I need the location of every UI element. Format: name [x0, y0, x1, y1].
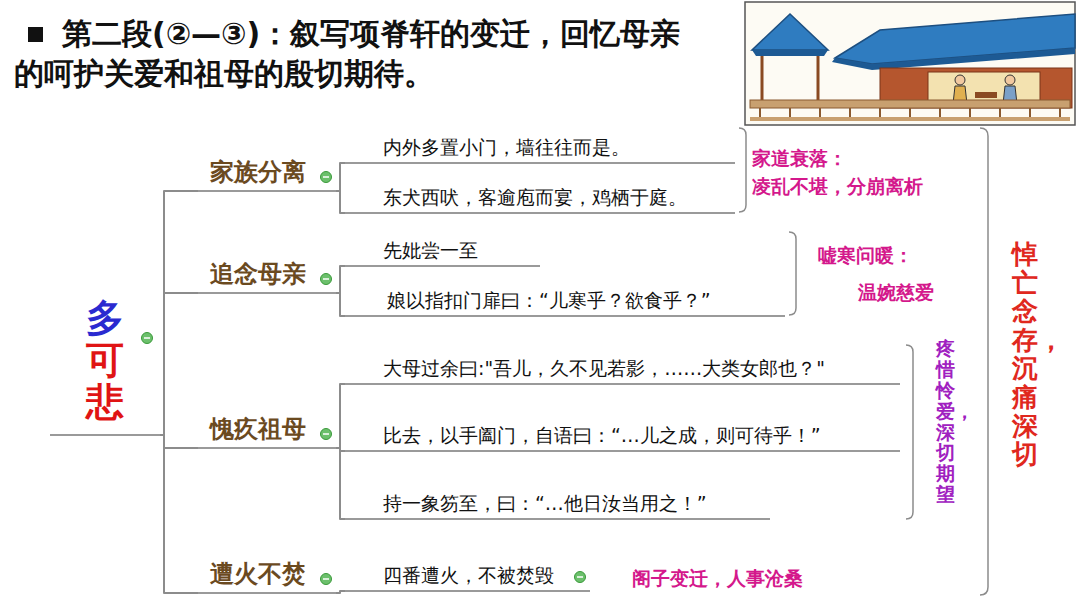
node-text: 愧疚祖母: [210, 414, 306, 444]
group-bracket: [906, 345, 913, 519]
collapse-dot: [575, 572, 586, 583]
collapse-dot-circle: [321, 574, 332, 585]
hall-window: [928, 72, 1040, 104]
pavilion-picture: [745, 2, 1075, 125]
annotation-label: 凌乱不堪，分崩离析: [752, 174, 923, 200]
annotation-label: 温婉慈爱: [858, 280, 934, 306]
branch-node: 遭火不焚: [198, 556, 336, 594]
floor-rail: [750, 100, 1070, 108]
node-text: 东犬西吠，客逾庖而宴，鸡栖于庭。: [383, 185, 687, 209]
tree-connector: [335, 591, 345, 593]
leaf-node: 东犬西吠，客逾庖而宴，鸡栖于庭。: [345, 184, 735, 214]
collapse-dot-minus: [323, 176, 329, 178]
annotation-label: 家道衰落：: [752, 146, 847, 172]
collapse-dot-minus: [323, 433, 329, 435]
node-text: 可悲: [86, 340, 124, 424]
branch-node: 愧疚祖母: [198, 411, 336, 449]
leaf-node: 持一象笏至，曰：“…他日汝当用之！”: [345, 490, 770, 520]
tree-connector: [335, 293, 345, 316]
collapse-dot-minus: [577, 576, 583, 578]
branch-node: 家族分离: [198, 154, 336, 192]
picture-frame: [745, 2, 1075, 125]
railing-posts: [760, 108, 1060, 118]
node-text: 比去，以手阖门，自语曰：“…儿之成，则可待乎！”: [383, 423, 821, 447]
tree-connector: [335, 266, 345, 293]
tree-connector: [159, 293, 198, 435]
collapse-dot-circle: [321, 172, 332, 183]
leaf-node: 娘以指扣门扉曰：“儿寒乎？欲食乎？”: [345, 287, 785, 317]
node-text: 遭火不焚: [210, 559, 306, 589]
node-text: 内外多置小门，墙往往而是。: [383, 135, 630, 159]
node-text: 四番遭火，不被焚毁: [383, 563, 554, 587]
railing-bar: [750, 117, 1070, 121]
tree-connector: [159, 435, 198, 593]
annotation-label: 阁子变迁，人事沧桑: [632, 566, 803, 592]
root-node: 多可悲: [50, 294, 160, 436]
title-bullet: [28, 27, 43, 42]
gazebo-eave: [752, 50, 828, 56]
summary-bracket: [980, 128, 988, 595]
branch-node: 追念母亲: [198, 256, 336, 294]
collapse-dot-minus: [323, 578, 329, 580]
tree-connector: [335, 384, 345, 448]
leaf-node: 四番遭火，不被焚毁: [345, 562, 590, 592]
tree-connector: [335, 163, 345, 191]
annotation-label: 疼惜怜爱，深切期望: [936, 338, 955, 505]
node-text: 先妣尝一至: [383, 238, 478, 262]
node-text: 家族分离: [210, 157, 306, 187]
collapse-dot-minus: [144, 337, 150, 339]
tree-connector: [335, 448, 345, 519]
collapse-dot-circle: [575, 572, 586, 583]
annotation-label: 嘘寒问暖：: [818, 243, 913, 269]
figure-head: [1005, 75, 1015, 85]
collapse-dot-minus: [323, 278, 329, 280]
node-text: 追念母亲: [210, 259, 306, 289]
group-bracket: [789, 232, 796, 315]
node-text: 大母过余曰:"吾儿，久不见若影，……大类女郎也？": [383, 356, 825, 380]
collapse-dot: [142, 333, 153, 344]
collapse-dot-circle: [142, 333, 153, 344]
annotation-label: 悼亡念存，沉痛深切: [1012, 240, 1038, 469]
collapse-dot-circle: [321, 274, 332, 285]
collapse-dot: [321, 274, 332, 285]
leaf-node: 先妣尝一至: [345, 237, 540, 267]
group-bracket: [739, 128, 746, 212]
gazebo-roof: [752, 14, 828, 50]
node-text: 持一象笏至，曰：“…他日汝当用之！”: [383, 491, 707, 515]
figure-head: [955, 75, 965, 85]
node-text: 娘以指扣门扉曰：“儿寒乎？欲食乎？”: [387, 288, 711, 312]
gazebo-pillar: [817, 56, 820, 100]
node-text: 多: [86, 298, 124, 340]
leaf-node: 内外多置小门，墙往往而是。: [345, 134, 735, 164]
table: [975, 92, 997, 98]
collapse-dot-circle: [321, 429, 332, 440]
slide-title: 第二段(②—③)：叙写项脊轩的变迁，回忆母亲的呵护关爱和祖母的殷切期待。: [14, 14, 690, 94]
leaf-node: 比去，以手阖门，自语曰：“…儿之成，则可待乎！”: [345, 422, 900, 452]
hall-eave: [832, 48, 1075, 70]
leaf-node: 大母过余曰:"吾儿，久不见若影，……大类女郎也？": [345, 355, 900, 385]
tree-connector: [335, 191, 345, 213]
collapse-dot: [321, 574, 332, 585]
gazebo-pillar: [761, 56, 764, 100]
collapse-dot: [321, 172, 332, 183]
collapse-dot: [321, 429, 332, 440]
tree-connector: [159, 191, 198, 435]
